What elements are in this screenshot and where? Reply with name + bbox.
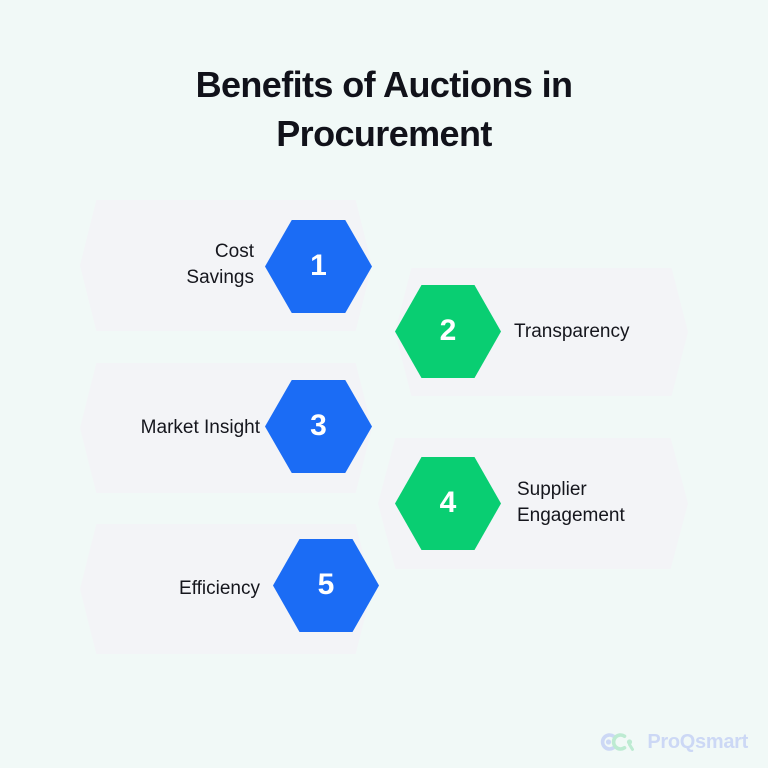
benefit-hexagon-1[interactable]: 1 — [265, 219, 372, 314]
benefit-number-4: 4 — [439, 485, 457, 519]
page-title-line-2: Procurement — [276, 113, 492, 154]
benefit-number-5: 5 — [317, 567, 335, 601]
benefit-hexagon-5[interactable]: 5 — [273, 538, 379, 633]
benefit-number-3: 3 — [310, 408, 327, 442]
benefit-hexagon-3[interactable]: 3 — [265, 379, 372, 474]
page-title: Benefits of Auctions in Procurement — [0, 60, 768, 158]
benefit-row-1: Cost Savings 1 — [80, 200, 372, 331]
benefit-label-2: Transparency — [514, 321, 630, 342]
benefit-label-3: Market Insight — [140, 417, 260, 438]
footer-brand-logo: ProQsmart — [598, 732, 748, 752]
benefit-row-3: Market Insight 3 — [80, 363, 372, 493]
brand-name: ProQsmart — [647, 731, 748, 753]
benefit-label-5: Efficiency — [179, 578, 260, 599]
page-title-line-1: Benefits of Auctions in — [195, 64, 573, 105]
benefit-number-1: 1 — [310, 248, 327, 282]
benefit-label-1: Cost Savings — [186, 241, 254, 288]
benefit-number-2: 2 — [439, 313, 457, 347]
benefit-row-2: Transparency 2 — [395, 268, 688, 396]
benefit-row-4: Supplier Engagement 4 — [378, 438, 688, 569]
benefit-row-5: Efficiency 5 — [80, 524, 379, 654]
benefit-label-4: Supplier Engagement — [517, 479, 625, 526]
proqsmart-logo-icon — [601, 733, 635, 751]
